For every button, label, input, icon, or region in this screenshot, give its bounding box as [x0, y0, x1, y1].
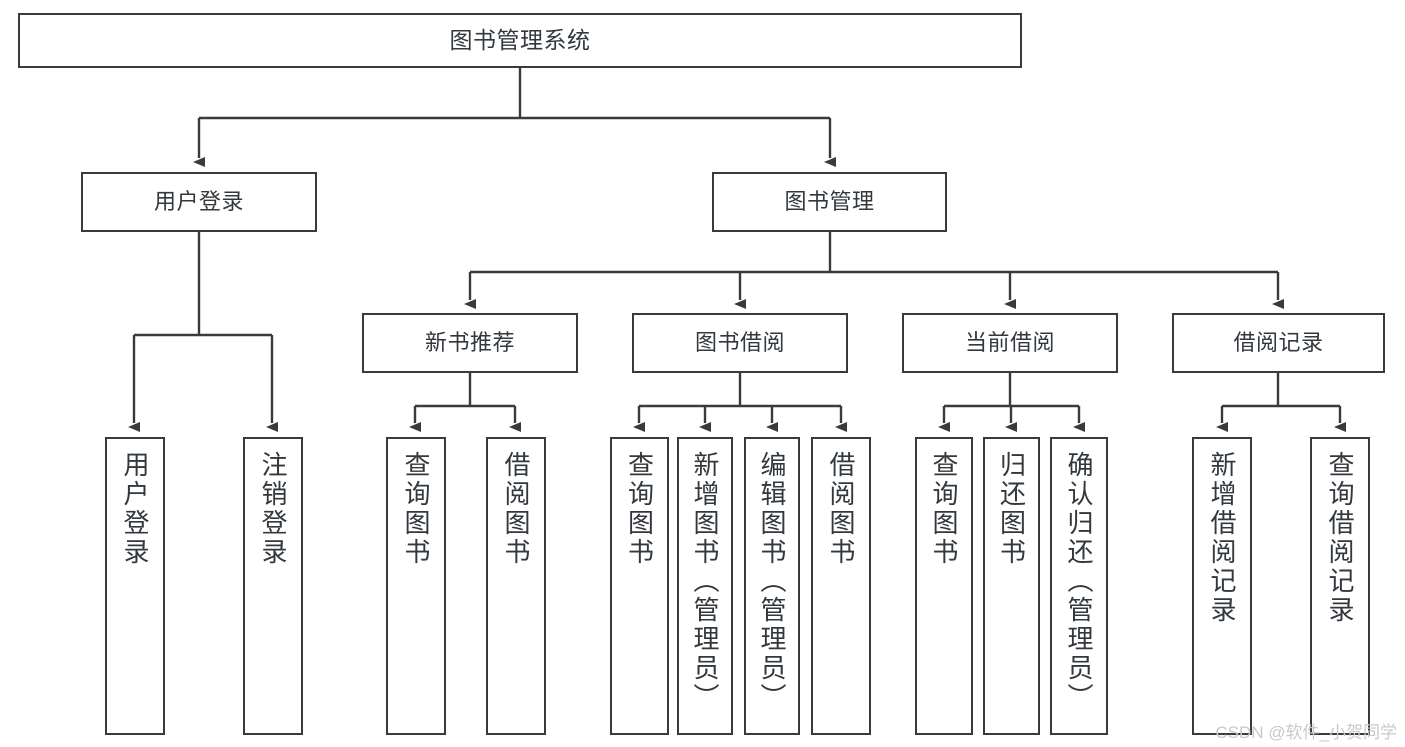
node-label: 用户登录 — [153, 189, 244, 215]
node-label: 编辑图书（管理员） — [757, 451, 787, 712]
node-label: 查询图书 — [624, 451, 655, 567]
node-new-book-recommend[interactable]: 新书推荐 — [362, 313, 578, 373]
node-label: 用户登录 — [120, 451, 150, 567]
leaf-borrow-record-add-record[interactable]: 新增借阅记录 — [1192, 437, 1252, 735]
node-label: 当前借阅 — [964, 330, 1055, 356]
node-label: 借阅记录 — [1233, 330, 1324, 356]
node-current-borrow[interactable]: 当前借阅 — [902, 313, 1118, 373]
node-label: 新增借阅记录 — [1207, 451, 1237, 625]
node-label: 借阅图书 — [501, 451, 531, 567]
node-label: 查询借阅记录 — [1325, 451, 1355, 625]
node-label: 查询图书 — [929, 451, 959, 567]
node-label: 查询图书 — [401, 451, 431, 567]
leaf-current-borrow-query-book[interactable]: 查询图书 — [915, 437, 973, 735]
leaf-user-login-logout[interactable]: 注销登录 — [243, 437, 303, 735]
node-book-management[interactable]: 图书管理 — [712, 172, 947, 232]
node-label: 确认归还（管理员） — [1064, 451, 1094, 712]
leaf-new-book-borrow-book[interactable]: 借阅图书 — [486, 437, 546, 735]
leaf-book-borrow-borrow-book[interactable]: 借阅图书 — [811, 437, 871, 735]
watermark: CSDN @软件_小贺同学 — [1215, 723, 1397, 742]
node-book-borrow[interactable]: 图书借阅 — [632, 313, 848, 373]
node-user-login[interactable]: 用户登录 — [81, 172, 317, 232]
leaf-book-borrow-add-book-admin[interactable]: 新增图书（管理员） — [677, 437, 733, 735]
node-label: 归还图书 — [996, 451, 1027, 567]
node-root-system[interactable]: 图书管理系统 — [18, 13, 1022, 68]
leaf-user-login-login[interactable]: 用户登录 — [105, 437, 165, 735]
node-label: 图书管理 — [784, 189, 875, 215]
leaf-borrow-record-query-record[interactable]: 查询借阅记录 — [1310, 437, 1370, 735]
node-borrow-record[interactable]: 借阅记录 — [1172, 313, 1385, 373]
node-label: 新增图书（管理员） — [690, 451, 720, 712]
node-label: 图书管理系统 — [449, 26, 591, 53]
node-label: 注销登录 — [258, 451, 288, 567]
leaf-book-borrow-query-book[interactable]: 查询图书 — [610, 437, 669, 735]
leaf-new-book-query-book[interactable]: 查询图书 — [386, 437, 446, 735]
leaf-current-borrow-return-book[interactable]: 归还图书 — [983, 437, 1040, 735]
leaf-current-borrow-confirm-return-admin[interactable]: 确认归还（管理员） — [1050, 437, 1108, 735]
node-label: 图书借阅 — [694, 330, 785, 356]
node-label: 借阅图书 — [826, 451, 856, 567]
node-label: 新书推荐 — [424, 330, 515, 356]
leaf-book-borrow-edit-book-admin[interactable]: 编辑图书（管理员） — [744, 437, 800, 735]
